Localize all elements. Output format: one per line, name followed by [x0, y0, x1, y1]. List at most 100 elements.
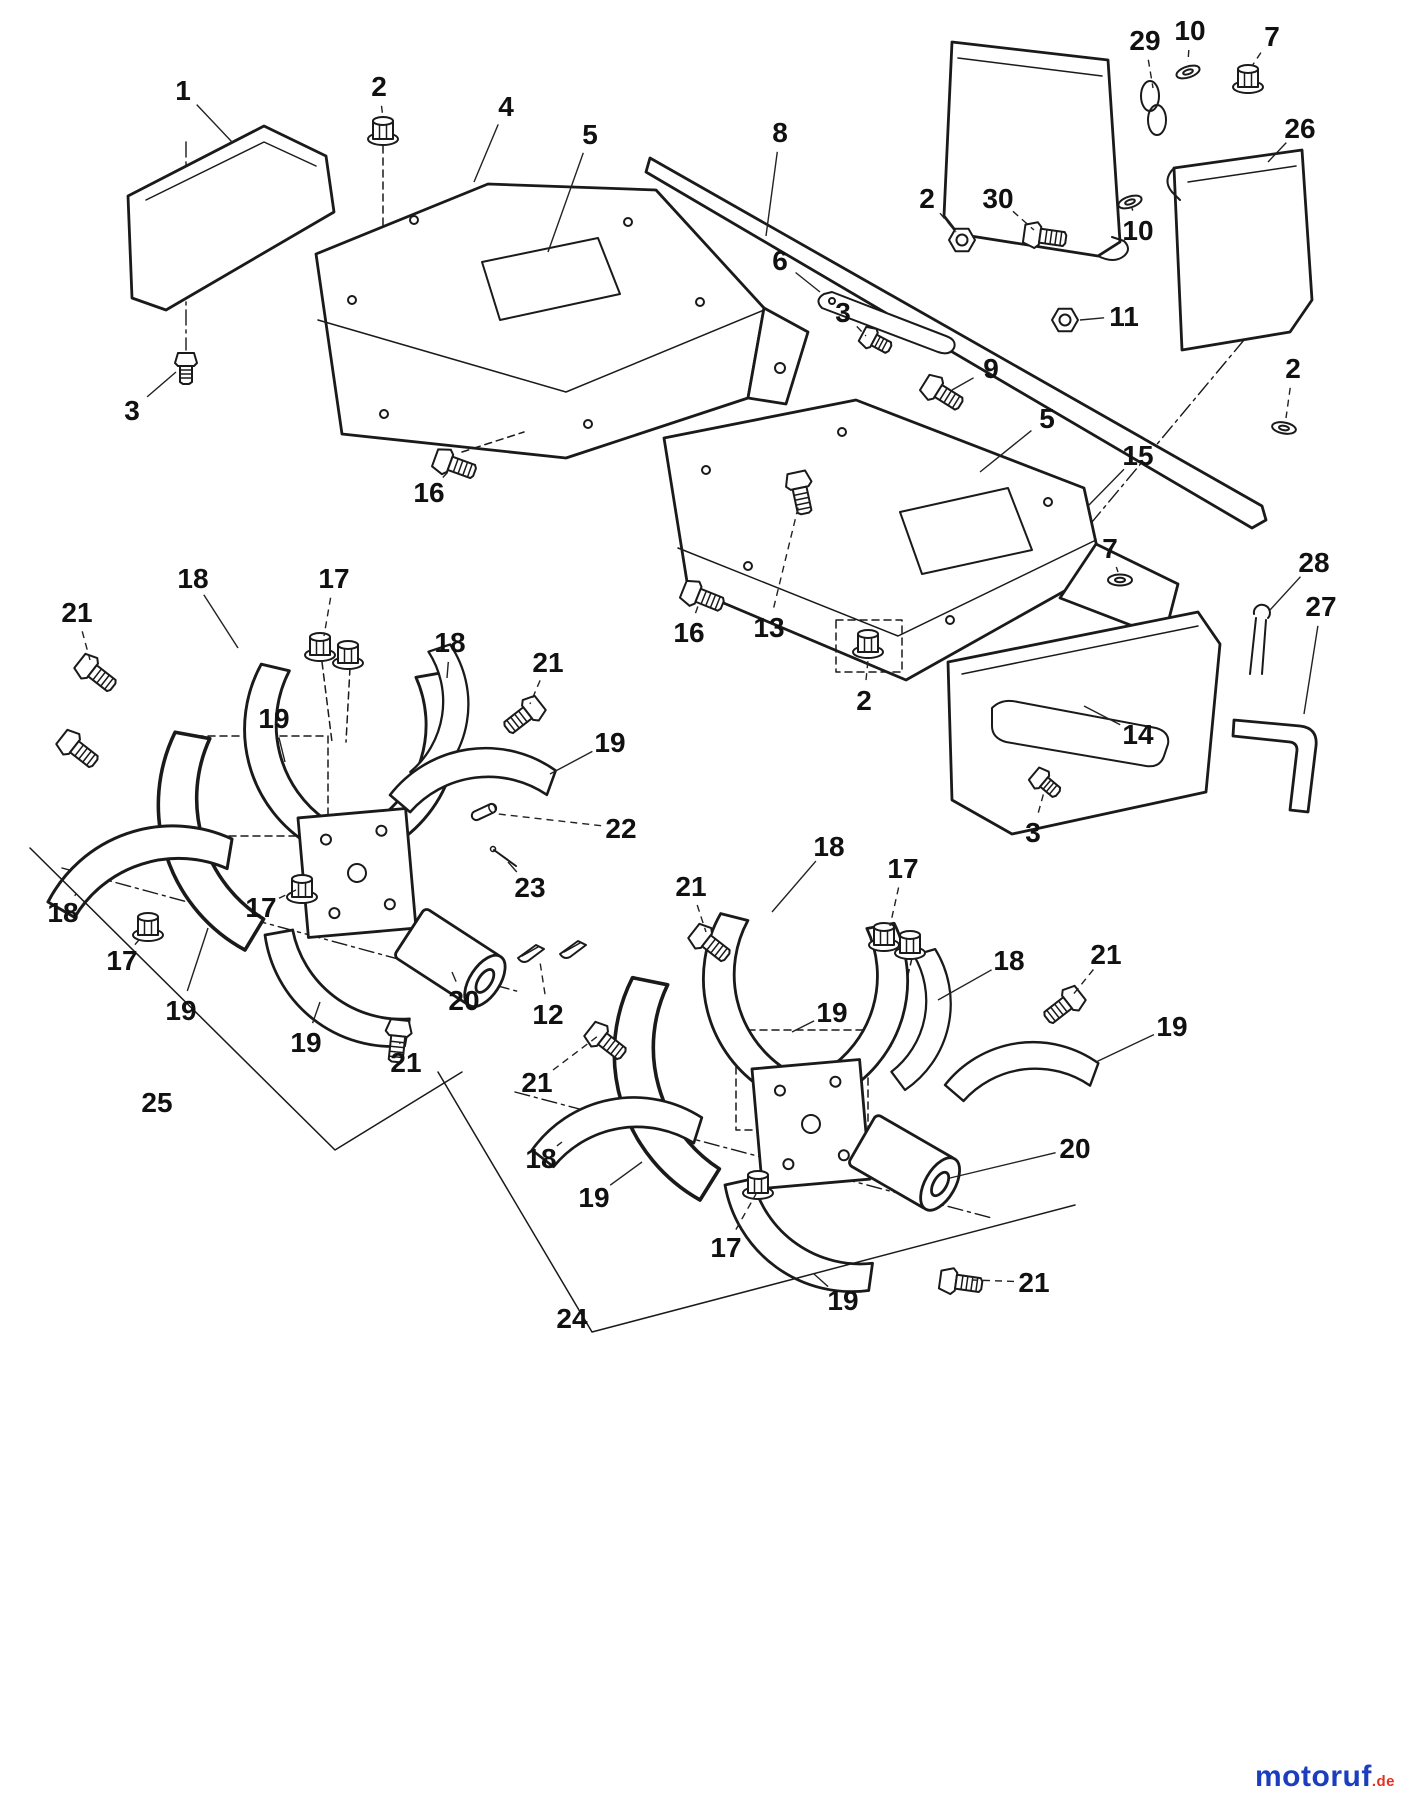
callout-11: 11: [1109, 301, 1139, 332]
callout-19: 19: [1156, 1011, 1187, 1042]
callout-6: 6: [772, 245, 788, 276]
callout-leader: [323, 597, 332, 637]
callout-leader: [1037, 791, 1045, 813]
chain-link-part-29: [1140, 80, 1167, 136]
flange-nut-part-17: [868, 922, 900, 952]
callout-17: 17: [887, 853, 918, 884]
callout-7: 7: [1264, 21, 1280, 52]
callout-10: 10: [1122, 215, 1153, 246]
washer-part-10: [1173, 62, 1203, 82]
callout-9: 9: [983, 353, 999, 384]
callout-26: 26: [1284, 113, 1315, 144]
side-shield-part-14: [946, 610, 1222, 836]
callout-leader: [473, 124, 499, 183]
callout-leader: [146, 371, 177, 398]
callout-leader: [549, 750, 593, 775]
roll-pin-part-22: [469, 801, 499, 823]
callout-leader: [1083, 705, 1121, 726]
tine-hub-plate: [296, 807, 418, 939]
callout-3: 3: [1025, 817, 1041, 848]
callout-leader: [1012, 210, 1035, 231]
cotter-pin-part-28: [1249, 603, 1271, 675]
callout-3: 3: [124, 395, 140, 426]
nut-part-11: [1051, 307, 1079, 333]
callout-leader: [765, 151, 778, 237]
callout-leader: [1095, 1033, 1155, 1063]
callout-18: 18: [47, 897, 78, 928]
callout-leader: [529, 680, 541, 705]
callout-19: 19: [258, 703, 289, 734]
callout-leader: [949, 1152, 1056, 1179]
washer-part-10: [1115, 192, 1145, 212]
callout-18: 18: [434, 627, 465, 658]
callout-2: 2: [919, 183, 935, 214]
callout-19: 19: [578, 1182, 609, 1213]
callout-30: 30: [982, 183, 1013, 214]
tine-assembly-left-part-25: [33, 632, 587, 1077]
logo-brand-text: motoruf: [1255, 1760, 1372, 1793]
logo-tld-text: .de: [1371, 1773, 1395, 1790]
callout-20: 20: [1059, 1133, 1090, 1164]
flange-nut-part-17: [304, 632, 336, 662]
callout-16: 16: [673, 617, 704, 648]
callout-4: 4: [498, 91, 514, 122]
callout-leader: [547, 152, 584, 253]
callout-17: 17: [245, 892, 276, 923]
callout-17: 17: [318, 563, 349, 594]
rear-flap-part-26: [1166, 148, 1314, 352]
hood-part-4: [314, 182, 810, 486]
hood-part-15: [662, 398, 1180, 682]
callout-18: 18: [813, 831, 844, 862]
callout-leader: [1131, 207, 1134, 211]
callout-leader: [552, 1035, 599, 1071]
callout-28: 28: [1298, 547, 1329, 578]
callout-17: 17: [710, 1232, 741, 1263]
callout-leader: [539, 961, 546, 995]
bolt-part-21: [1038, 981, 1090, 1031]
logo-motoruf: motoruf.de: [1255, 1760, 1395, 1794]
callout-23: 23: [514, 872, 545, 903]
callout-8: 8: [772, 117, 788, 148]
callout-leader: [81, 631, 91, 661]
tine-blade-19: [938, 1028, 1104, 1112]
callout-5: 5: [582, 119, 598, 150]
callout-leader: [979, 430, 1032, 473]
callout-leader: [1251, 52, 1262, 67]
callout-21: 21: [390, 1047, 421, 1078]
screw-part-3: [174, 352, 198, 385]
label-plate-part-5: [899, 487, 1033, 575]
callout-leader: [1115, 566, 1119, 573]
callout-19: 19: [827, 1285, 858, 1316]
bracket-flap-upper-right: [942, 40, 1264, 333]
lever-part-6: [817, 291, 1298, 437]
callout-18: 18: [177, 563, 208, 594]
callout-leader: [278, 889, 297, 899]
clip-part-12: [517, 944, 545, 963]
callout-leader: [186, 927, 209, 992]
flange-nut-part-2: [367, 116, 399, 146]
pin-part-23: [489, 845, 497, 853]
callout-1: 1: [175, 75, 191, 106]
callout-27: 27: [1305, 591, 1336, 622]
callout-2: 2: [371, 71, 387, 102]
callout-19: 19: [816, 997, 847, 1028]
bolt-part-21: [52, 725, 104, 775]
callout-leader: [451, 971, 457, 982]
callout-7: 7: [1102, 533, 1118, 564]
callout-leader: [795, 271, 821, 293]
callout-leader: [609, 1161, 643, 1186]
flange-nut-part-17: [332, 640, 364, 670]
callout-19: 19: [290, 1027, 321, 1058]
callout-leader: [735, 1193, 757, 1230]
bolt-part-21: [937, 1265, 985, 1300]
callout-21: 21: [521, 1067, 552, 1098]
callout-leader: [813, 1273, 829, 1288]
callout-leader: [442, 471, 449, 478]
callout-21: 21: [1018, 1267, 1049, 1298]
callout-29: 29: [1129, 25, 1160, 56]
callout-17: 17: [106, 945, 137, 976]
group-bracket-lines: [29, 847, 1076, 1333]
